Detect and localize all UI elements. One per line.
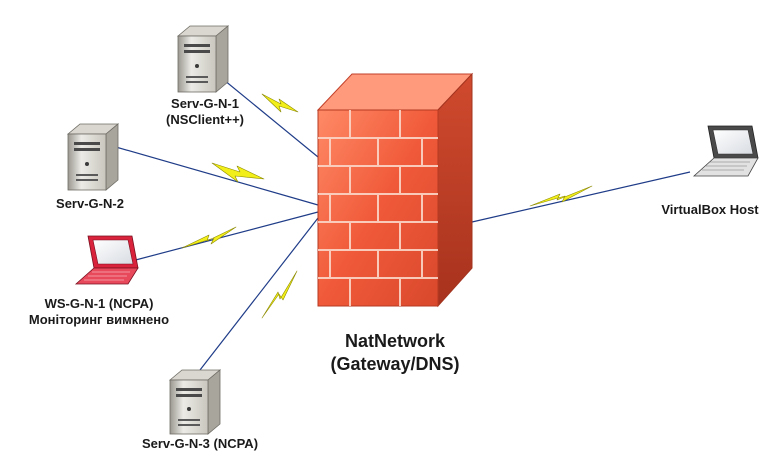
lightning-icon-serv1 [261, 93, 299, 113]
link-ws1 [127, 211, 319, 263]
serv2-name: Serv-G-N-2 [56, 196, 124, 211]
server-icon-serv3 [168, 369, 222, 435]
ws1-detail: Моніторинг вимкнено [28, 312, 170, 328]
server-icon-serv2 [66, 123, 120, 191]
lightning-icon-serv2 [211, 162, 265, 183]
gateway-detail: (Gateway/DNS) [330, 354, 460, 375]
lightning-icon-host [529, 185, 593, 207]
server-icon-serv1 [176, 25, 230, 93]
gateway-label: NatNetwork (Gateway/DNS) [300, 330, 490, 377]
link-host [471, 171, 691, 223]
link-serv2 [101, 142, 319, 206]
laptop-icon-ws1 [74, 235, 139, 285]
lightning-icon-ws1 [181, 226, 237, 249]
laptop-icon-host [692, 125, 759, 177]
connection-lines [101, 61, 691, 371]
serv2-label: Serv-G-N-2 [35, 196, 145, 212]
serv1-label: Serv-G-N-1 (NSClient++) [150, 96, 260, 129]
gateway-name: NatNetwork [344, 331, 446, 351]
lightning-icon-serv3 [261, 270, 298, 319]
serv3-name: Serv-G-N-3 (NCPA) [141, 436, 259, 451]
lightning-bolts [181, 93, 593, 319]
host-name: VirtualBox Host [661, 202, 759, 217]
serv1-detail: (NSClient++) [165, 112, 244, 128]
ws1-name: WS-G-N-1 (NCPA) [44, 296, 154, 311]
serv3-label: Serv-G-N-3 (NCPA) [115, 436, 285, 452]
serv1-name: Serv-G-N-1 [171, 96, 239, 111]
host-label: VirtualBox Host [640, 202, 780, 218]
ws1-label: WS-G-N-1 (NCPA) Моніторинг вимкнено [4, 296, 194, 329]
link-serv3 [199, 217, 319, 371]
firewall-icon [316, 72, 474, 308]
